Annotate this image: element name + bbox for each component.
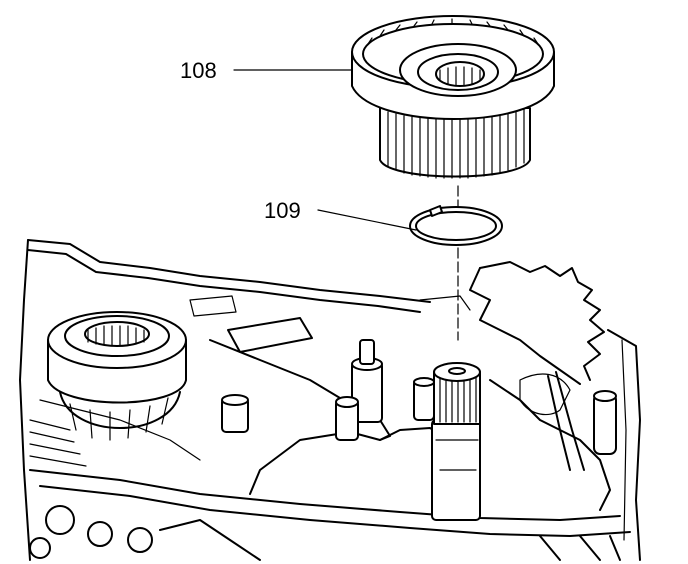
callout-108: 108 — [180, 58, 353, 83]
drum-108 — [351, 15, 555, 179]
snap-ring-109 — [409, 205, 503, 246]
transmission-case — [19, 239, 641, 561]
callout-label-108: 108 — [180, 58, 217, 83]
callout-109: 109 — [264, 198, 417, 231]
callout-label-109: 109 — [264, 198, 301, 223]
shaft — [431, 362, 481, 521]
left-gear-assembly — [47, 311, 187, 441]
leader-line-109 — [317, 209, 417, 231]
